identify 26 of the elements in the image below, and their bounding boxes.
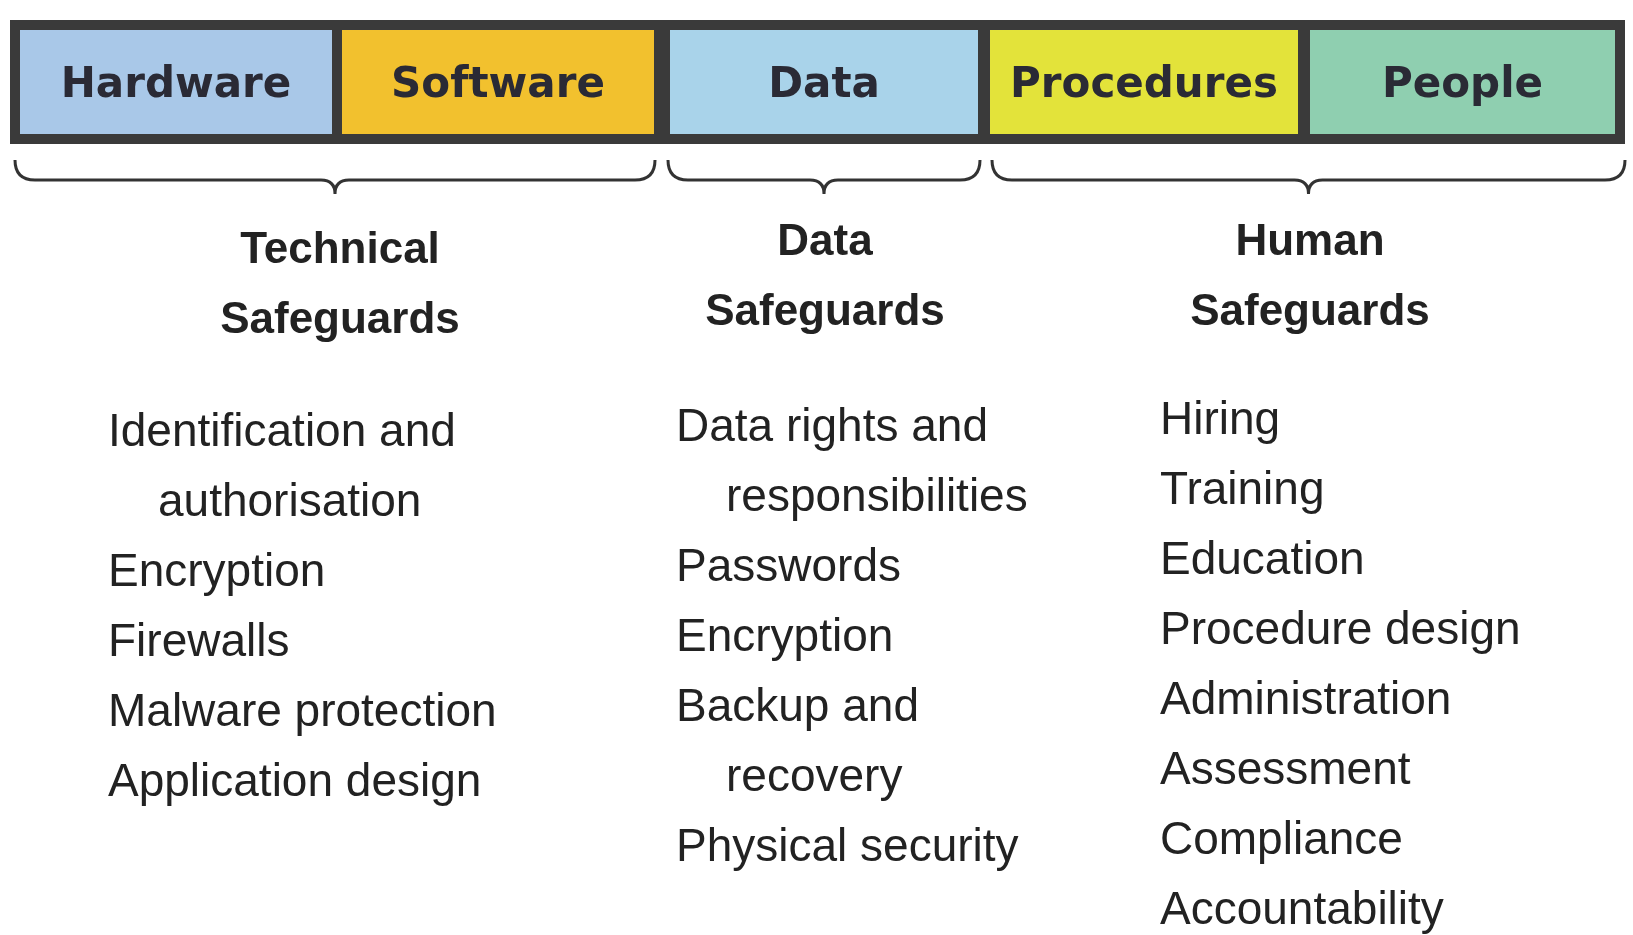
list-item: Hiring (1160, 391, 1281, 446)
list-item: Assessment (1160, 741, 1411, 796)
list-item: Accountability (1160, 881, 1444, 935)
category-box: Hardware (20, 30, 332, 134)
list-item: Data rights and responsibilities (676, 398, 1028, 523)
list-item: Physical security (676, 818, 1019, 873)
column-heading: Data Safeguards (704, 214, 946, 336)
list-item: Firewalls (108, 613, 290, 668)
list-item: Training (1160, 461, 1325, 516)
list-item: Backup and recovery (676, 678, 919, 803)
list-item: Encryption (108, 543, 326, 598)
column-heading: Technical Safeguards (219, 222, 461, 344)
list-item: Procedure design (1160, 601, 1521, 656)
list-item: Education (1160, 531, 1365, 586)
category-box: Procedures (990, 30, 1298, 134)
list-item: Identification and authorisation (108, 403, 456, 528)
category-box: Data (670, 30, 978, 134)
category-box: Software (342, 30, 654, 134)
list-item: Administration (1160, 671, 1452, 726)
column-heading: Human Safeguards (1189, 214, 1431, 336)
list-item: Compliance (1160, 811, 1403, 866)
list-item: Encryption (676, 608, 894, 663)
category-box: People (1310, 30, 1615, 134)
list-item: Application design (108, 753, 482, 808)
list-item: Malware protection (108, 683, 497, 738)
list-item: Passwords (676, 538, 901, 593)
